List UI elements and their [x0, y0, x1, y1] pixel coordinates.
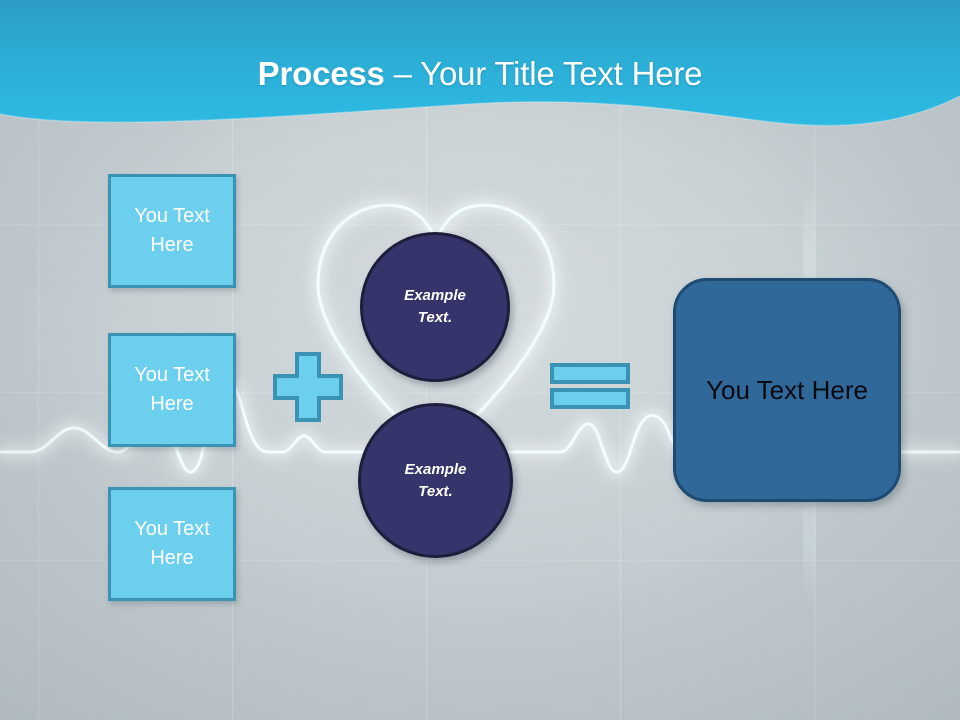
equals-icon	[549, 362, 631, 410]
input-tile-1-label: You Text Here	[134, 205, 210, 256]
input-tile-3-label: You Text Here	[134, 518, 210, 569]
input-tile-1[interactable]: You Text Here	[108, 174, 236, 288]
page-title-strong: Process	[257, 55, 385, 92]
example-circle-2-line1: Example	[404, 460, 467, 478]
page-title-rest: – Your Title Text Here	[384, 55, 703, 92]
example-circle-2-line2: Text.	[418, 482, 453, 500]
example-circle-1-line1: Example	[404, 287, 466, 304]
plus-icon	[273, 352, 343, 422]
result-box[interactable]: You Text Here	[673, 278, 901, 502]
example-circle-2[interactable]: Example Text.	[358, 403, 513, 558]
result-box-label: You Text Here	[706, 375, 868, 405]
input-tile-2[interactable]: You Text Here	[108, 333, 236, 447]
input-tile-3[interactable]: You Text Here	[108, 487, 236, 601]
example-circle-1-line2: Text.	[417, 309, 453, 326]
page-title: Process – Your Title Text Here	[0, 52, 960, 96]
input-tile-2-label: You Text Here	[134, 364, 210, 415]
example-circle-1[interactable]: Example Text.	[360, 232, 510, 382]
